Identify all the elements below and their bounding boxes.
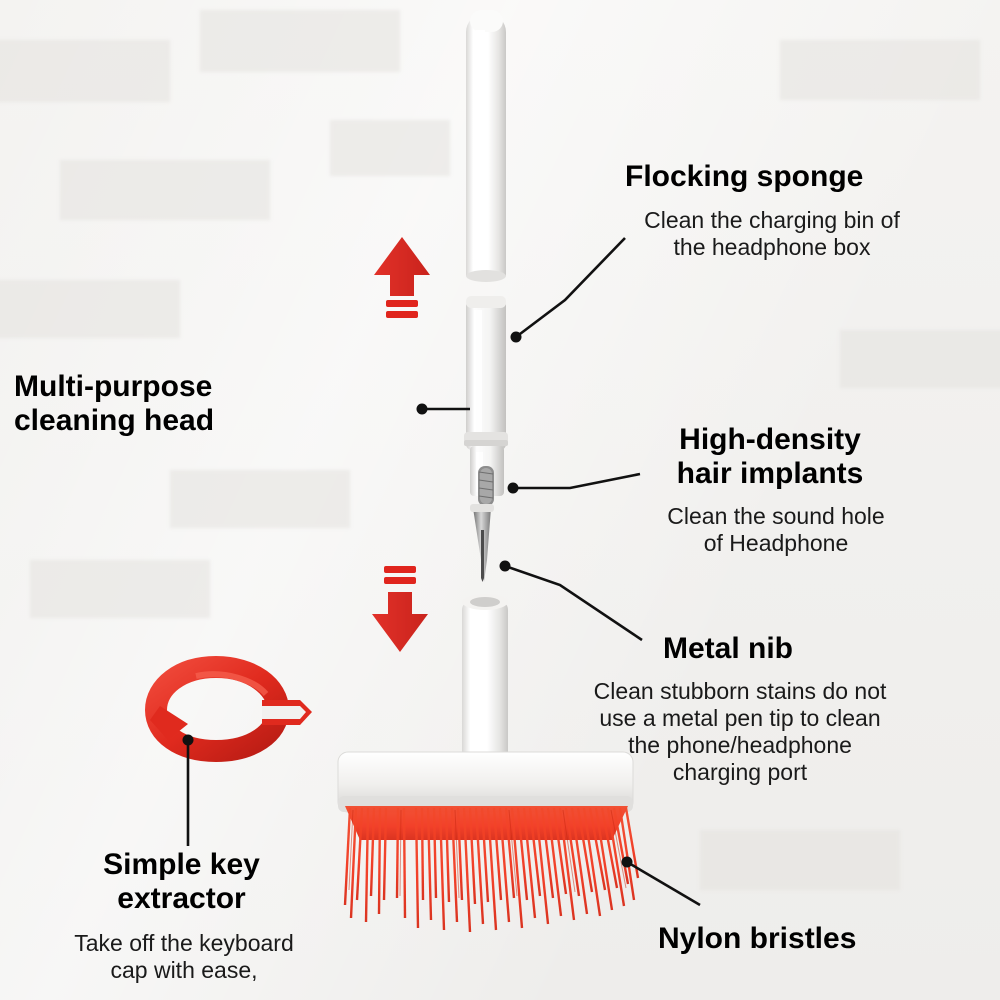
background-texture xyxy=(60,160,270,220)
callout-desc-simple-key-extractor: Take off the keyboard cap with ease, xyxy=(74,930,294,984)
background-texture xyxy=(0,280,180,338)
metal-nib-part xyxy=(470,504,494,582)
background-texture xyxy=(840,330,1000,388)
pen-bottom-shaft xyxy=(462,594,508,775)
high-density-brush-tip xyxy=(478,466,494,506)
leader-dots xyxy=(182,331,633,868)
background-texture xyxy=(780,40,980,100)
callout-title-nylon-bristles: Nylon bristles xyxy=(658,922,857,955)
background-texture xyxy=(330,120,450,176)
nylon-brush xyxy=(337,751,640,933)
leader-lines xyxy=(186,237,701,907)
background-texture xyxy=(30,560,210,618)
callout-title-high-density-hair-implants: High-density hair implants xyxy=(676,423,864,490)
arrow-down-icon xyxy=(372,566,428,652)
callout-desc-metal-nib: Clean stubborn stains do not use a metal… xyxy=(593,678,887,786)
background-texture xyxy=(0,40,170,102)
background-texture xyxy=(700,830,900,890)
callout-desc-flocking-sponge: Clean the charging bin of the headphone … xyxy=(644,207,900,261)
callout-title-multi-purpose-cleaning-head: Multi-purpose cleaning head xyxy=(14,370,215,437)
pen-upper-cap xyxy=(466,10,506,282)
arrow-up-icon xyxy=(374,237,430,318)
key-extractor-part xyxy=(144,655,312,763)
callout-title-metal-nib: Metal nib xyxy=(663,632,794,665)
callout-desc-high-density-hair-implants: Clean the sound hole of Headphone xyxy=(667,503,885,557)
callout-title-flocking-sponge: Flocking sponge xyxy=(625,160,864,193)
callout-title-simple-key-extractor: Simple key extractor xyxy=(103,848,260,915)
pen-mid-body xyxy=(464,296,508,450)
background-texture xyxy=(170,470,350,528)
background-texture xyxy=(200,10,400,72)
